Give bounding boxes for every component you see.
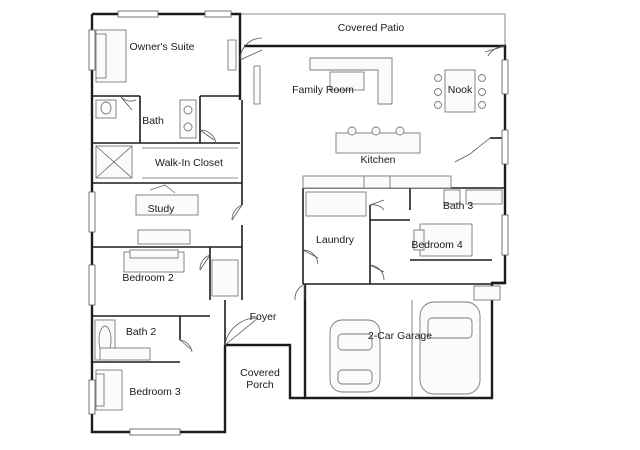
bath-3-fixtures [443,189,503,205]
label-bedroom-3: Bedroom 3 [129,386,181,398]
label-foyer: Foyer [250,311,277,323]
label-2-car-garage: 2-Car Garage [368,330,432,342]
study-furniture [135,184,199,245]
label-owners-suite: Owner's Suite [129,41,194,53]
label-bath-2: Bath 2 [126,326,157,338]
family-room-furniture [253,57,393,105]
label-study: Study [148,203,176,215]
label-bedroom-4: Bedroom 4 [411,239,463,251]
doors [119,37,506,353]
label-bedroom-2: Bedroom 2 [122,272,174,284]
closet-shelves [142,147,238,179]
label-kitchen: Kitchen [360,154,395,166]
label-bath: Bath [142,115,164,127]
windows [88,10,509,436]
label-covered-porch-line1: Covered [240,367,280,379]
garage-fixtures [329,285,501,398]
bath-2-fixtures [94,319,151,361]
label-nook: Nook [448,84,473,96]
bedroom-2-furniture [123,249,239,297]
label-walk-in-closet: Walk-In Closet [155,157,223,169]
laundry-fixtures [305,191,367,217]
label-covered-patio: Covered Patio [338,22,405,34]
label-family-room: Family Room [292,84,354,96]
label-bath-3: Bath 3 [443,200,474,212]
kitchen-fixtures [302,126,452,189]
nook-table [434,69,486,113]
bedroom-4-furniture [413,223,473,257]
owners-suite-furniture [95,29,237,83]
bath-fixtures [95,99,197,179]
label-covered-porch-line2: Porch [246,379,274,391]
bedroom-3-furniture [95,369,123,411]
label-laundry: Laundry [316,234,355,246]
